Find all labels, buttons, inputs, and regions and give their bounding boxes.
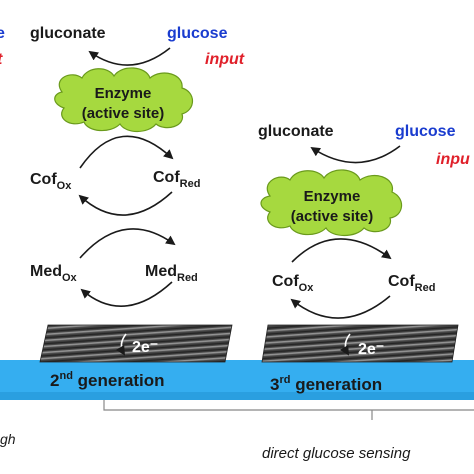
left-fragment-input: t [0,51,3,68]
med-oxidation-arc-2nd [80,281,173,307]
electrons-label-2nd: 2e⁻ [132,339,158,356]
cof-oxidation-arc-2nd [79,135,174,169]
cof-reduction-arc-3rd [290,295,391,319]
electron-transfer-arrow-3rd [339,333,351,356]
enzyme-label-3rd: Enzyme [304,188,361,205]
med-ox-label-2nd: MedOx [30,263,78,284]
generation-label-2nd: 2nd generation [50,370,165,390]
enzyme-site-label-2nd: (active site) [82,105,165,122]
electrode-3rd [261,324,459,363]
substrate-label-3rd: glucose [395,123,456,140]
substrate-label-2nd: glucose [167,25,228,42]
substrate-conversion-arrow-3rd [310,145,401,164]
generation-band-shade [0,392,474,400]
cof-ox-label-2nd: CofOx [30,171,72,192]
med-red-label-2nd: MedRed [145,263,198,284]
substrate-conversion-arrow-2nd [88,47,171,66]
enzyme-label-2nd: Enzyme [95,85,152,102]
cof-red-label-3rd: CofRed [388,273,435,294]
electrons-label-3rd: 2e⁻ [358,341,384,358]
enzyme-cloud-2nd: Enzyme (active site) [54,67,194,133]
cof-red-label-2nd: CofRed [153,169,200,190]
product-label-3rd: gluconate [258,123,334,140]
left-fragment-top: e [0,25,5,42]
caption-direct-sensing: direct glucose sensing [262,445,411,462]
left-fragment-bottom: gh [0,431,16,447]
product-label-2nd: gluconate [30,25,106,42]
direct-sensing-bracket [103,400,474,411]
input-label-3rd: inpu [436,151,470,168]
input-label-2nd: input [205,51,245,68]
cof-ox-label-3rd: CofOx [272,273,314,294]
cof-reduction-arc-2nd [78,191,173,216]
electrode-2nd [39,324,233,363]
enzyme-cloud-3rd: Enzyme (active site) [260,169,403,237]
cof-oxidation-arc-3rd [291,238,392,263]
enzyme-site-label-3rd: (active site) [291,208,374,225]
electron-transfer-arrow-2nd [115,333,127,356]
generation-label-3rd: 3rd generation [270,374,382,394]
med-reduction-arc-2nd [79,228,176,259]
